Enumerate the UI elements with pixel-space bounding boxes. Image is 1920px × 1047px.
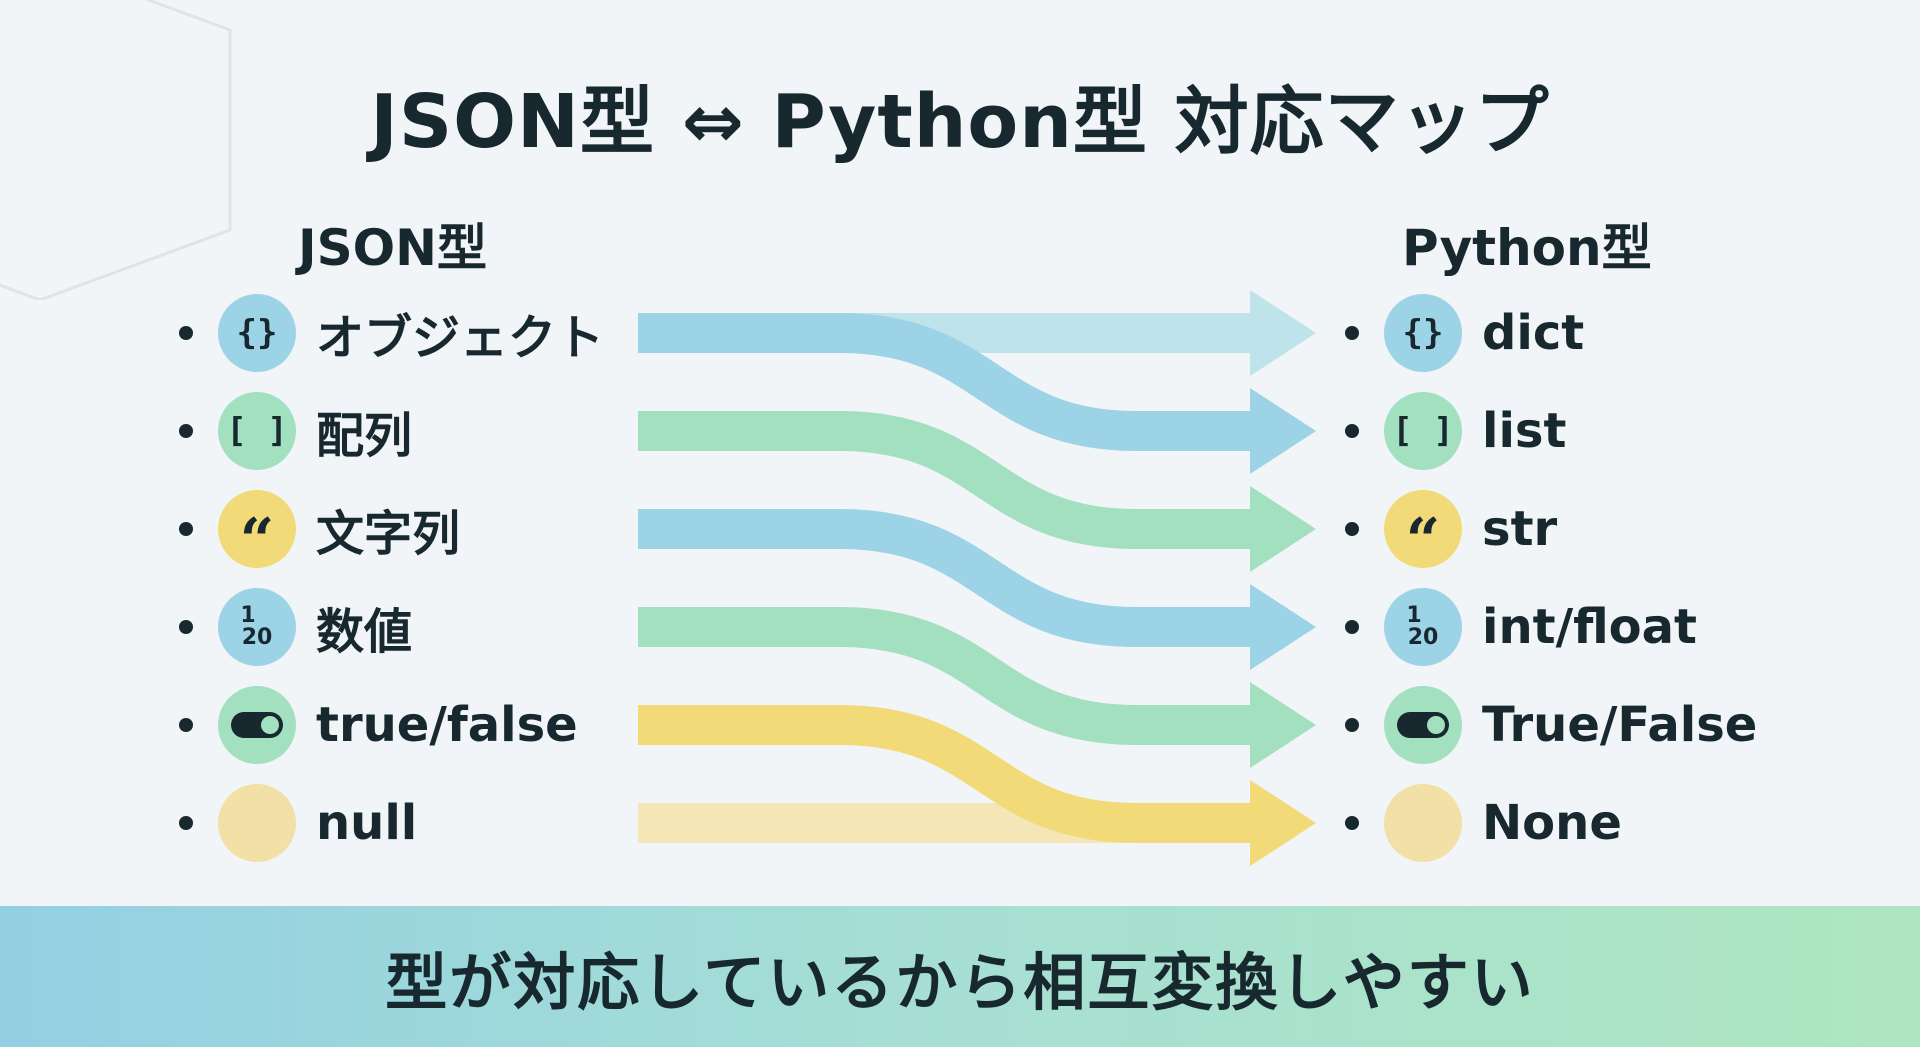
python-type-row: True/False: [1345, 685, 1757, 765]
icon-glyph: [ ]: [226, 411, 288, 451]
mapping-arrow-shaft: [638, 509, 1251, 647]
bullet-icon: [179, 620, 193, 634]
python-type-label: list: [1482, 403, 1567, 459]
footer-text: 型が対応しているから相互変換しやすい: [385, 945, 1535, 1019]
bullet-icon: [179, 718, 193, 732]
mapping-arrow-head: [1250, 388, 1316, 474]
braces-icon: {}: [1384, 294, 1462, 372]
python-type-label: int/float: [1482, 599, 1697, 655]
bullet-icon: [1345, 816, 1359, 830]
python-type-row: {} dict: [1345, 293, 1584, 373]
json-type-row: true/false: [179, 685, 578, 765]
mapping-arrow-head: [1250, 682, 1316, 768]
bullet-icon: [179, 326, 193, 340]
bullet-icon: [1345, 522, 1359, 536]
bullet-icon: [1345, 326, 1359, 340]
bullet-icon: [179, 816, 193, 830]
mapping-arrow-shaft: [638, 411, 1251, 549]
fraction-bottom: 20: [241, 625, 273, 650]
fraction-top: 1: [1406, 603, 1422, 628]
python-type-row: None: [1345, 783, 1622, 863]
fraction-bottom: 20: [1407, 625, 1439, 650]
json-type-label: 配列: [316, 408, 413, 464]
json-type-label: 文字列: [316, 506, 461, 562]
toggle-icon: [1384, 686, 1462, 764]
json-type-row: null: [179, 783, 417, 863]
json-column-header: JSON型: [298, 219, 487, 277]
mapping-arrow-shaft: [638, 313, 1251, 451]
icon-glyph: “: [1405, 506, 1441, 576]
toggle-icon: [218, 686, 296, 764]
bullet-icon: [179, 424, 193, 438]
mapping-arrow-shaft: [638, 705, 1251, 843]
footer-banner: 型が対応しているから相互変換しやすい: [0, 906, 1920, 1047]
quote-icon: “: [218, 490, 296, 576]
bullet-icon: [179, 522, 193, 536]
empty-circle-icon: [218, 784, 296, 862]
braces-icon: {}: [218, 294, 296, 372]
fraction-top: 1: [240, 603, 256, 628]
json-type-row: “ 文字列: [179, 489, 461, 576]
python-type-label: None: [1482, 795, 1622, 851]
json-type-label: null: [316, 795, 418, 851]
python-type-label: str: [1482, 501, 1558, 557]
empty-circle-icon: [1384, 784, 1462, 862]
icon-glyph: {}: [236, 313, 278, 353]
toggle-switch-icon: [1397, 712, 1449, 738]
python-column-header: Python型: [1402, 219, 1652, 277]
bullet-icon: [1345, 718, 1359, 732]
brackets-icon: [ ]: [1384, 392, 1462, 470]
icon-glyph: {}: [1402, 313, 1444, 353]
icon-glyph: “: [239, 506, 275, 576]
page-title: JSON型 ⇔ Python型 対応マップ: [370, 79, 1550, 165]
mapping-arrow-head: [1250, 584, 1316, 670]
mapping-arrow-head: [1250, 486, 1316, 572]
json-type-label: 数値: [316, 604, 413, 660]
mapping-arrow-head: [1250, 290, 1316, 376]
quote-icon: “: [1384, 490, 1462, 576]
brackets-icon: [ ]: [218, 392, 296, 470]
toggle-switch-icon: [231, 712, 283, 738]
json-type-label: オブジェクト: [316, 310, 605, 366]
bullet-icon: [1345, 424, 1359, 438]
mapping-arrow-shaft: [638, 607, 1251, 745]
json-type-label: true/false: [316, 697, 578, 753]
json-type-row: {} オブジェクト: [179, 293, 604, 373]
bullet-icon: [1345, 620, 1359, 634]
python-type-row: [ ] list: [1345, 391, 1566, 471]
icon-glyph: [ ]: [1392, 411, 1454, 451]
mapping-arrow-head: [1250, 780, 1316, 866]
python-type-label: True/False: [1482, 697, 1758, 753]
python-type-row: “ str: [1345, 489, 1558, 576]
python-type-label: dict: [1482, 305, 1585, 361]
json-type-row: [ ] 配列: [179, 391, 412, 471]
hexagon-decoration: [0, 0, 232, 300]
